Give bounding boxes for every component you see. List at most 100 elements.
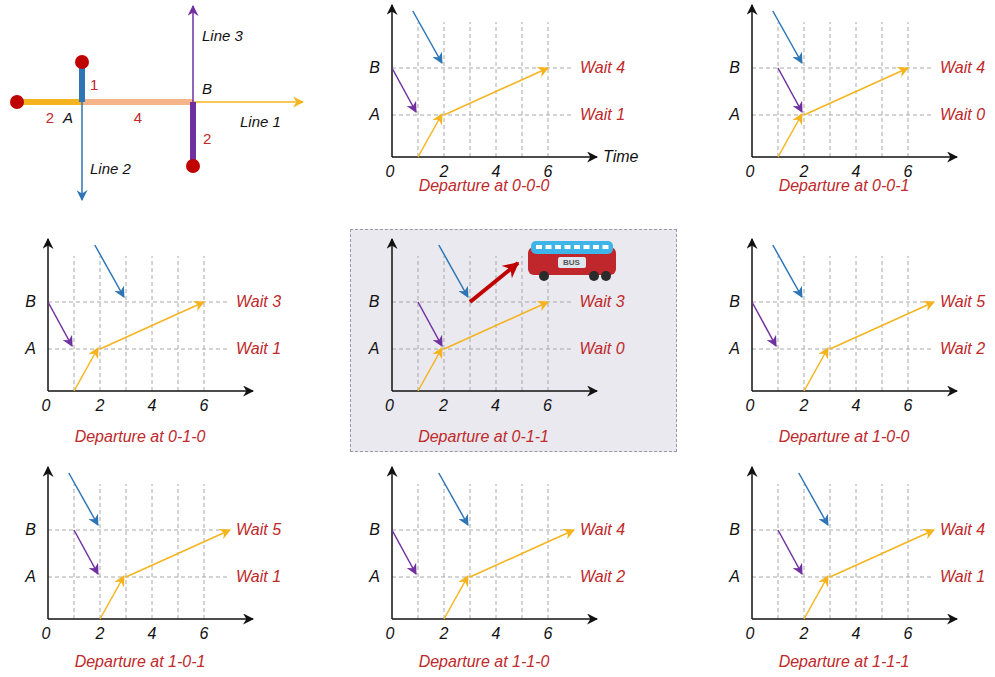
grid-line (392, 577, 574, 578)
time-space-chart (752, 239, 957, 391)
grid-line (444, 22, 445, 157)
line-1-trip (804, 68, 908, 115)
y-axis (751, 467, 753, 619)
stop-label: B (729, 294, 740, 310)
line-3-trip (778, 530, 802, 574)
stop-label: A (369, 569, 380, 585)
grid-line (470, 256, 471, 391)
line-3-trip (392, 530, 416, 574)
line-1-trip (418, 348, 442, 391)
grid-line (778, 256, 779, 391)
grid-line (856, 22, 857, 157)
panel-caption: Departure at 0-1-0 (75, 429, 206, 445)
stop-label: B (729, 522, 740, 538)
grid-line (856, 256, 857, 391)
x-axis (48, 618, 253, 620)
tick-label: 6 (904, 398, 913, 414)
stop-label: A (369, 341, 380, 357)
line-1-trip (470, 530, 574, 577)
line-2-trip (799, 473, 828, 525)
highlight-panel: BA0246Wait 3Wait 0Departure at 0-1-1BUS (350, 229, 677, 452)
x-axis (392, 618, 597, 620)
line-1-trip (804, 576, 828, 619)
y-axis (751, 239, 753, 391)
wait-label: Wait 1 (580, 107, 625, 123)
line-1-segment (82, 99, 193, 105)
grid-line (444, 484, 445, 619)
y-axis (47, 239, 49, 391)
line-1-trip (418, 114, 442, 157)
wait-label: Wait 0 (940, 107, 985, 123)
panel-caption: Departure at 1-1-0 (419, 654, 550, 670)
line-3-trip (778, 68, 802, 112)
grid-line (830, 256, 831, 391)
grid-line (74, 484, 75, 619)
wait-label: Wait 1 (236, 341, 281, 357)
line-1-trip (830, 530, 934, 577)
line-3 (192, 6, 194, 102)
line-2-trip (439, 245, 468, 297)
highlight-ground (350, 229, 677, 452)
grid-line (496, 484, 497, 619)
grid-line (74, 256, 75, 391)
grid-line (392, 115, 574, 116)
grid-line (126, 256, 127, 391)
y-axis (47, 467, 49, 619)
tick-label: 0 (746, 626, 755, 642)
y-axis (391, 467, 393, 619)
grid-line (418, 256, 419, 391)
grid-line (778, 22, 779, 157)
bus-icon (528, 241, 616, 281)
panel-caption: Departure at 0-0-1 (779, 178, 910, 194)
grid-line (804, 256, 805, 391)
line-1-trip (778, 114, 802, 157)
tick-label: 0 (42, 626, 51, 642)
time-space-chart (752, 5, 957, 157)
tick-label: 0 (746, 398, 755, 414)
origin-stop (10, 95, 24, 109)
grid-line (126, 484, 127, 619)
grid-line (418, 484, 419, 619)
grid-line (830, 484, 831, 619)
grid-line (908, 484, 909, 619)
grid-line (548, 484, 549, 619)
tick-label: 4 (148, 398, 157, 414)
y-axis (391, 239, 393, 391)
line-name: Line 2 (90, 161, 131, 176)
tick-label: 6 (544, 626, 553, 642)
line-2-trip (773, 11, 802, 63)
tick-label: 0 (42, 398, 51, 414)
time-space-chart (392, 239, 616, 391)
time-space-chart (48, 239, 253, 391)
x-axis (752, 618, 957, 620)
grid-line (496, 256, 497, 391)
time-space-chart (752, 467, 957, 619)
grid-line (752, 302, 934, 303)
network-map (10, 6, 303, 200)
stop-label: B (369, 522, 380, 538)
time-space-chart (392, 467, 597, 619)
grid-line (48, 530, 230, 531)
tick-label: 2 (800, 626, 809, 642)
line-1-trip (100, 576, 124, 619)
wait-label: Wait 2 (940, 341, 985, 357)
tick-label: 2 (440, 626, 449, 642)
line-2 (81, 102, 83, 200)
grid-line (752, 349, 934, 350)
line-1 (193, 101, 303, 103)
grid-line (418, 22, 419, 157)
line-1-trip (100, 302, 204, 349)
grid-line (204, 484, 205, 619)
wait-label: Wait 5 (940, 294, 985, 310)
tick-label: 0 (385, 398, 394, 414)
grid-line (856, 484, 857, 619)
stop-label: A (729, 107, 740, 123)
line-1-trip (830, 302, 934, 349)
wait-label: Wait 1 (940, 569, 985, 585)
panel-caption: Departure at 1-1-1 (779, 654, 910, 670)
line-name: Line 1 (240, 114, 281, 129)
grid-line (522, 22, 523, 157)
tick-label: 6 (200, 398, 209, 414)
wait-label: Wait 4 (580, 522, 625, 538)
